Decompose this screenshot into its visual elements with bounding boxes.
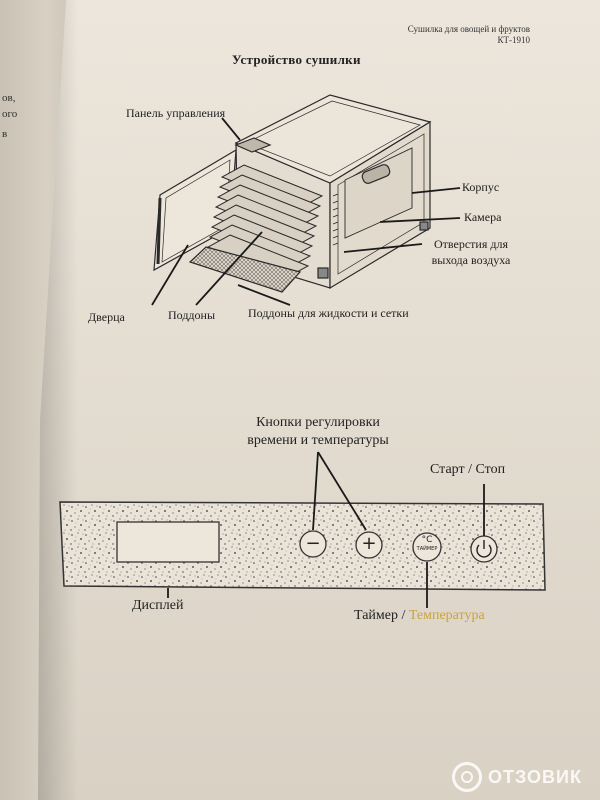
- label-timer-temp: Таймер / Температура: [354, 608, 485, 624]
- power-icon: [476, 544, 492, 558]
- plus-button-graphic: [355, 531, 383, 559]
- mesh-tray: [188, 246, 302, 293]
- control-panel-graphic: [59, 501, 546, 591]
- side-handle: [361, 164, 391, 184]
- label-start-part: Старт /: [430, 462, 476, 477]
- label-liquid-trays: Поддоны для жидкости и сетки: [248, 306, 409, 320]
- leader-lines: [151, 117, 461, 306]
- minus-button[interactable]: −: [305, 533, 321, 554]
- label-adjust-buttons: Кнопки регулировки времени и температуры: [230, 414, 406, 450]
- label-chamber: Камера: [464, 210, 502, 224]
- otzovik-watermark: ОТЗОВИК: [452, 762, 582, 792]
- timer-temp-button-graphic: [412, 532, 442, 562]
- label-air-vents-line1: Отверстия для: [434, 237, 508, 251]
- label-stop-part: Стоп: [475, 462, 506, 477]
- label-trays: Поддоны: [168, 308, 216, 322]
- display-window: [116, 521, 220, 563]
- label-start-stop: Старт / Стоп: [430, 462, 505, 478]
- label-air-vents: Отверстия для выхода воздуха: [416, 236, 526, 268]
- trays-stack: [206, 164, 324, 279]
- foot: [419, 221, 429, 231]
- timer-word: ТАЙМЕР: [416, 546, 438, 552]
- left-page-fragment: в: [2, 128, 8, 140]
- label-control-panel: Панель управления: [126, 106, 226, 120]
- label-timer-part: Таймер /: [354, 608, 409, 623]
- panel-leader-lines: [167, 451, 485, 608]
- left-page-fragment: ов,: [2, 92, 16, 104]
- control-panel-strip: [234, 137, 272, 153]
- label-body: Корпус: [462, 180, 500, 194]
- left-page-fragment: ого: [2, 108, 18, 120]
- header-product-name: Сушилка для овощей и фруктов: [407, 24, 530, 34]
- otzovik-logo-icon: [452, 762, 482, 792]
- label-temperature-part: Температура: [408, 608, 485, 623]
- celsius-symbol: °C: [421, 535, 433, 545]
- plus-button[interactable]: +: [361, 533, 377, 554]
- label-adjust-line2: времени и температуры: [247, 433, 389, 448]
- page-header: Сушилка для овощей и фруктов КТ-1910: [380, 24, 530, 46]
- door-hinge: [156, 197, 162, 265]
- label-adjust-line1: Кнопки регулировки: [256, 415, 380, 430]
- air-vents: [332, 193, 339, 246]
- power-button[interactable]: [471, 536, 497, 562]
- label-display: Дисплей: [132, 598, 184, 613]
- header-model: КТ-1910: [497, 35, 531, 45]
- foot: [317, 267, 329, 279]
- side-window: [344, 147, 413, 239]
- watermark-text: ОТЗОВИК: [488, 766, 582, 787]
- timer-temp-button[interactable]: °C ТАЙМЕР: [413, 536, 441, 554]
- label-air-vents-line2: выхода воздуха: [431, 253, 511, 267]
- minus-button-graphic: [299, 530, 327, 558]
- section-title: Устройство сушилки: [232, 52, 361, 67]
- label-door: Дверца: [88, 310, 125, 324]
